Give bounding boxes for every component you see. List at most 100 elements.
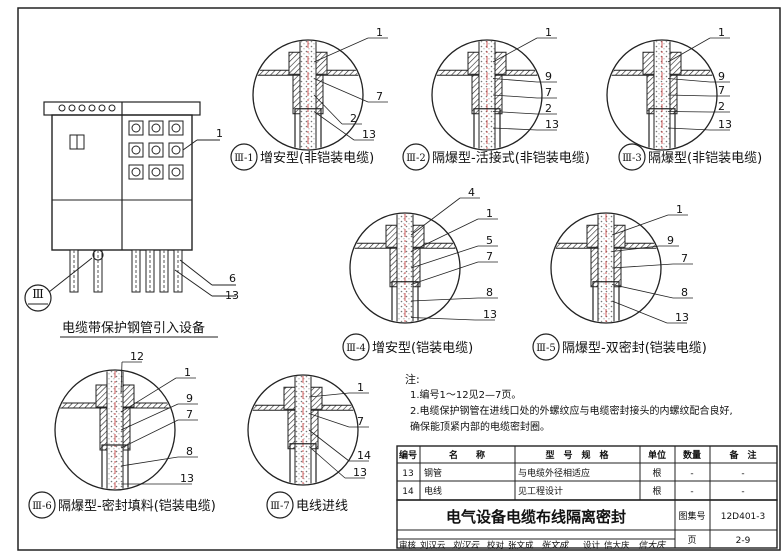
table-cell: -: [690, 487, 693, 497]
part-label: 1: [184, 366, 191, 379]
part-label: 1: [376, 26, 383, 39]
figure-number: Ⅲ-3: [622, 153, 641, 164]
sheet-border: [17, 7, 781, 551]
part-label: 7: [545, 86, 552, 99]
figure-number: Ⅲ-4: [346, 343, 365, 354]
designer-signature: 信大庆: [638, 540, 667, 551]
part-label: 8: [186, 445, 193, 458]
part-label: 14: [357, 449, 371, 462]
eq-label-6: 6: [229, 272, 236, 285]
figure-number: Ⅲ-6: [32, 501, 51, 512]
figure-callout: [28, 491, 56, 519]
part-label: 1: [545, 26, 552, 39]
figure-2: Ⅲ-2 隔爆型-活接式(非铠装电缆) 1 9 7 2 13: [402, 26, 590, 171]
table-cell: 与电缆外径相适应: [518, 467, 590, 479]
table-cell: -: [741, 469, 744, 479]
part-label: 4: [468, 186, 475, 199]
figure-callout: [266, 491, 294, 519]
table-cell: 13: [402, 469, 413, 479]
part-label: 13: [718, 118, 732, 131]
notes-title: 注:: [405, 372, 420, 386]
table-cell: 电线: [424, 485, 442, 497]
callout-label: Ⅲ: [32, 287, 44, 301]
part-label: 1: [357, 381, 364, 394]
part-label: 9: [667, 234, 674, 247]
part-label: 7: [486, 250, 493, 263]
atlas-number: 12D401-3: [721, 512, 766, 522]
part-label: 8: [486, 286, 493, 299]
eq-label-1: 1: [216, 127, 223, 140]
part-label: 1: [718, 26, 725, 39]
notes: 注: 1.编号1～12见2—7页。 2.电缆保护钢管在进线口处的外螺纹应与电缆密…: [405, 372, 733, 433]
part-label: 9: [186, 392, 193, 405]
figure-5: Ⅲ-5 隔爆型-双密封(铠装电缆) 1 97 8 13: [532, 203, 707, 361]
table-header: 名 称: [449, 449, 485, 461]
equipment-cabinet: Ⅲ 1 6 13 电缆带保护钢管引入设备: [24, 101, 239, 338]
figure-caption: 隔爆型-活接式(非铠装电缆): [432, 150, 590, 166]
part-label: 9: [718, 70, 725, 83]
checker-name: 张文成: [508, 540, 534, 551]
figure-number: Ⅲ-7: [270, 501, 289, 512]
part-label: 13: [362, 128, 376, 141]
figure-callout: [532, 333, 560, 361]
table-cell: 14: [402, 487, 414, 497]
table-cell: 根: [652, 485, 661, 497]
note-3: 确保能顶紧内部的电缆密封圈。: [410, 420, 550, 433]
figure-1: Ⅲ-1 增安型(非铠装电缆) 1 7 2 13: [230, 26, 388, 171]
part-label: 13: [675, 311, 689, 324]
part-label: 2: [545, 102, 552, 115]
part-label: 13: [483, 308, 497, 321]
table-header: 数量: [683, 449, 701, 461]
designer-name: 信大庆: [604, 540, 630, 551]
part-label: 13: [545, 118, 559, 131]
title-block: [396, 499, 778, 549]
part-label: 5: [486, 234, 493, 247]
figure-callout: [342, 333, 370, 361]
figure-callout: [402, 143, 430, 171]
equipment-caption: 电缆带保护钢管引入设备: [62, 320, 205, 336]
figure-caption: 电线进线: [296, 499, 348, 514]
figure-number: Ⅲ-2: [406, 153, 425, 164]
figure-caption: 隔爆型-双密封(铠装电缆): [562, 340, 707, 356]
part-label: 8: [681, 286, 688, 299]
figure-callout: [618, 143, 646, 171]
table-header: 单位: [648, 449, 666, 461]
part-label: 13: [180, 472, 194, 485]
part-label: 13: [353, 466, 367, 479]
table-cell: 见工程设计: [518, 485, 563, 497]
part-label: 7: [376, 90, 383, 103]
figure-caption: 增安型(非铠装电缆): [260, 150, 374, 166]
part-label: 1: [676, 203, 683, 216]
table-header: 编号: [399, 449, 417, 461]
figure-caption: 隔爆型(非铠装电缆): [648, 150, 762, 166]
table-cell: -: [741, 487, 744, 497]
part-label: 2: [718, 100, 725, 113]
note-2: 2.电缆保护钢管在进线口处的外螺纹应与电缆密封接头的内螺纹配合良好,: [410, 404, 733, 417]
figure-number: Ⅲ-1: [234, 153, 253, 164]
part-label: 12: [130, 350, 144, 363]
check-label: 校对: [487, 540, 505, 551]
table-header: 型 号 规 格: [545, 449, 609, 461]
part-label: 9: [545, 70, 552, 83]
sheet-title: 电气设备电缆布线隔离密封: [446, 508, 626, 526]
part-label: 1: [486, 207, 493, 220]
part-label: 2: [350, 112, 357, 125]
figure-callout: [230, 143, 258, 171]
part-label: 7: [681, 252, 688, 265]
page-number: 2-9: [736, 536, 751, 546]
reviewer-signature: 刘汉云: [452, 540, 480, 551]
checker-signature: 张文成: [541, 540, 570, 551]
table-cell: 钢管: [424, 467, 442, 479]
part-label: 7: [186, 408, 193, 421]
table-header: 备 注: [728, 449, 756, 461]
table-cell: 根: [652, 467, 661, 479]
figure-number: Ⅲ-5: [536, 343, 555, 354]
page-label: 页: [687, 535, 696, 546]
reviewer-name: 刘汉云: [420, 540, 446, 551]
